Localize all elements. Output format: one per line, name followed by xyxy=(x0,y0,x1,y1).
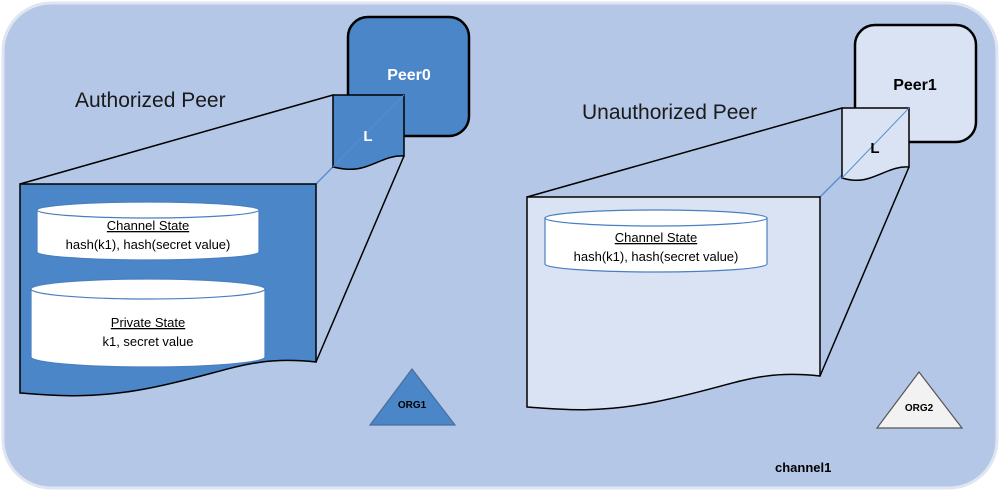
unauthorized-peer-group: Peer1 Unauthorized Peer Channel State ha… xyxy=(526,23,978,429)
org2-label: ORG2 xyxy=(905,403,934,414)
cylinder-top xyxy=(30,278,266,300)
cylinder-top xyxy=(544,209,768,227)
org1-label: ORG1 xyxy=(398,400,427,411)
ledger-label: L xyxy=(870,140,879,157)
private-state-content: k1, secret value xyxy=(102,334,193,349)
org2-badge: ORG2 xyxy=(875,371,964,429)
zoom-line-top xyxy=(526,107,843,198)
org2-triangle xyxy=(875,371,964,429)
peer1-label: Peer1 xyxy=(893,77,937,94)
channel-state-content: hash(k1), hash(secret value) xyxy=(574,249,739,264)
zoom-line-bottom xyxy=(315,155,405,363)
cylinder-body xyxy=(36,209,260,261)
channel-state-store: Channel State hash(k1), hash(secret valu… xyxy=(36,201,260,261)
zoom-line-bottom xyxy=(819,166,910,377)
channel-label: channel1 xyxy=(775,460,831,475)
channel-state-store: Channel State hash(k1), hash(secret valu… xyxy=(544,209,768,273)
channel-state-title: Channel State xyxy=(107,218,189,233)
cylinder-body xyxy=(30,288,266,368)
ledger-label: L xyxy=(363,128,372,145)
org1-badge: ORG1 xyxy=(368,368,457,426)
channel-state-content: hash(k1), hash(secret value) xyxy=(66,237,231,252)
unauthorized-peer-title: Unauthorized Peer xyxy=(582,101,757,124)
peer0-ledger-icon[interactable]: L xyxy=(332,94,405,171)
zoom-line-top xyxy=(19,94,334,185)
channel-state-title: Channel State xyxy=(615,230,697,245)
org1-triangle xyxy=(368,368,457,426)
ledger-diagonal xyxy=(332,94,405,168)
private-state-title: Private State xyxy=(111,315,185,330)
authorized-peer-group: Peer0 Authorized Peer Channel State hash… xyxy=(19,15,471,426)
cylinder-top xyxy=(36,201,260,219)
ledger-diagonal xyxy=(841,107,910,179)
private-state-store: Private State k1, secret value xyxy=(30,278,266,368)
peer1-ledger-icon[interactable]: L xyxy=(841,107,910,182)
peer0-label: Peer0 xyxy=(387,67,431,84)
authorized-peer-title: Authorized Peer xyxy=(75,89,226,112)
cylinder-body xyxy=(544,217,768,273)
